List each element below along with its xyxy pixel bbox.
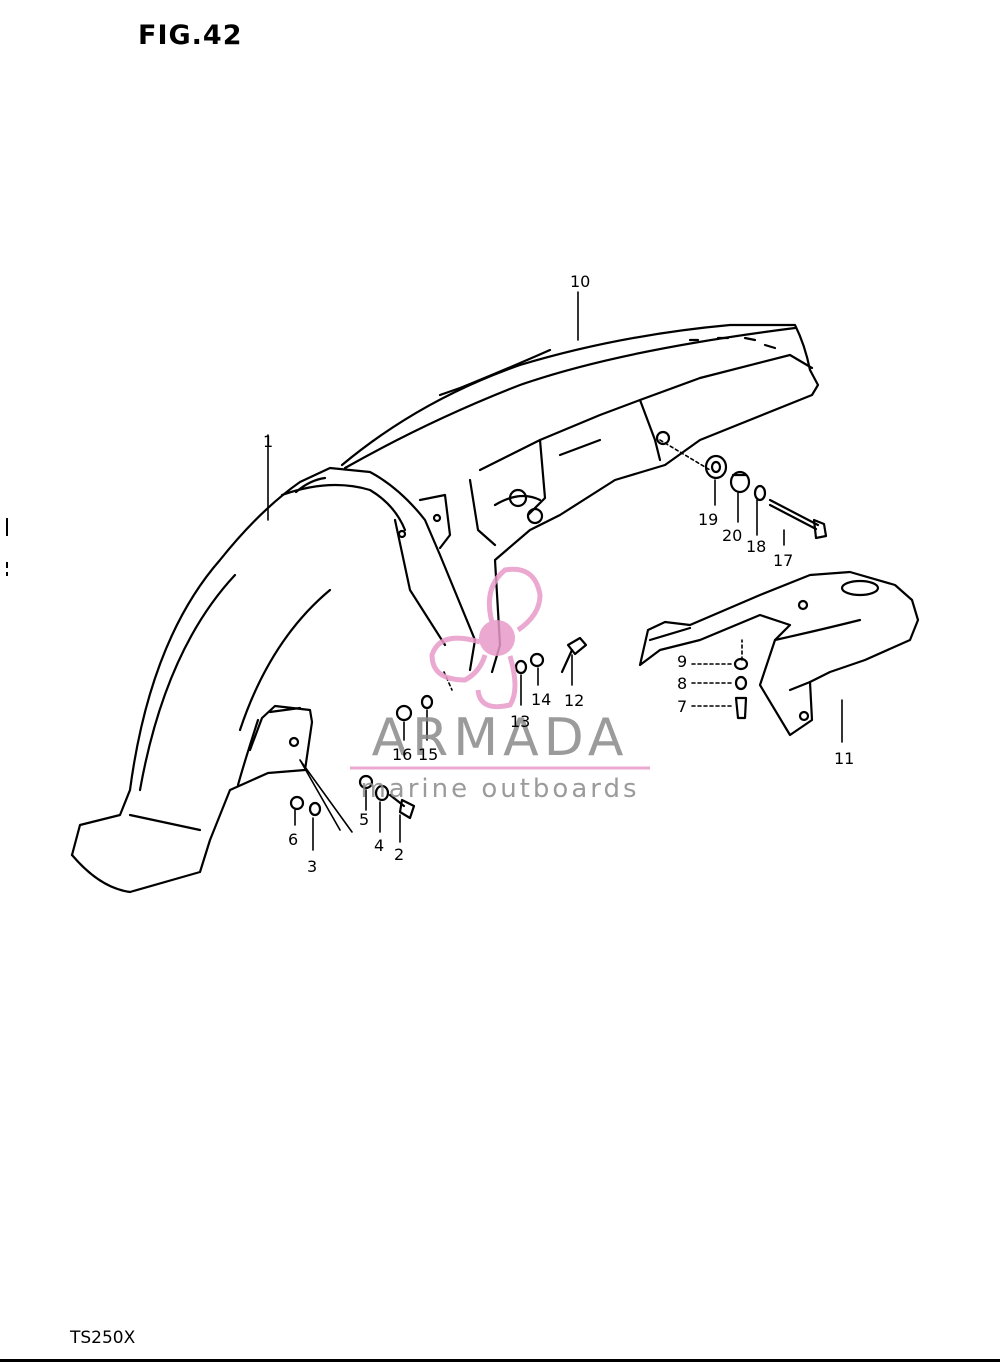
watermark-tagline: marine outboards: [360, 774, 639, 804]
callout-12: 12: [564, 691, 584, 710]
fastener-set-12-14: [514, 636, 588, 675]
watermark-logo: ARMADA marine outboards: [350, 566, 650, 804]
fastener-set-15-16: [395, 694, 434, 722]
callout-6: 6: [288, 830, 298, 849]
callout-13: 13: [510, 712, 530, 731]
callout-7: 7: [677, 697, 687, 716]
callout-16: 16: [392, 745, 412, 764]
figure-title: FIG.42: [138, 20, 243, 51]
callout-11: 11: [834, 749, 854, 768]
carrier-bracket: [638, 570, 920, 737]
callouts: 1 10 19 20 18 17 12 14 13 16 15 9 8 7 11…: [263, 272, 854, 876]
fastener-set-2-6: [289, 774, 416, 820]
propeller-icon: [429, 566, 543, 710]
rear-fender: [340, 323, 820, 674]
callout-18: 18: [746, 537, 766, 556]
callout-19: 19: [698, 510, 718, 529]
callout-4: 4: [374, 836, 384, 855]
bottom-border: [0, 1359, 1000, 1362]
callout-8: 8: [677, 674, 687, 693]
callout-9: 9: [677, 652, 687, 671]
propeller-hub: [479, 620, 515, 656]
callout-3: 3: [307, 857, 317, 876]
callout-5: 5: [359, 810, 369, 829]
callout-10: 10: [570, 272, 590, 291]
callout-14: 14: [531, 690, 551, 709]
model-code: TS250X: [70, 1328, 136, 1348]
callout-2: 2: [394, 845, 404, 864]
fastener-set-7-9: [733, 657, 749, 720]
callout-1: 1: [263, 432, 273, 451]
callout-15: 15: [418, 745, 438, 764]
front-fender: [70, 466, 477, 894]
watermark-brand: ARMADA: [372, 708, 629, 768]
callout-20: 20: [722, 526, 742, 545]
fastener-set-17-20: [704, 454, 828, 540]
callout-17: 17: [773, 551, 793, 570]
